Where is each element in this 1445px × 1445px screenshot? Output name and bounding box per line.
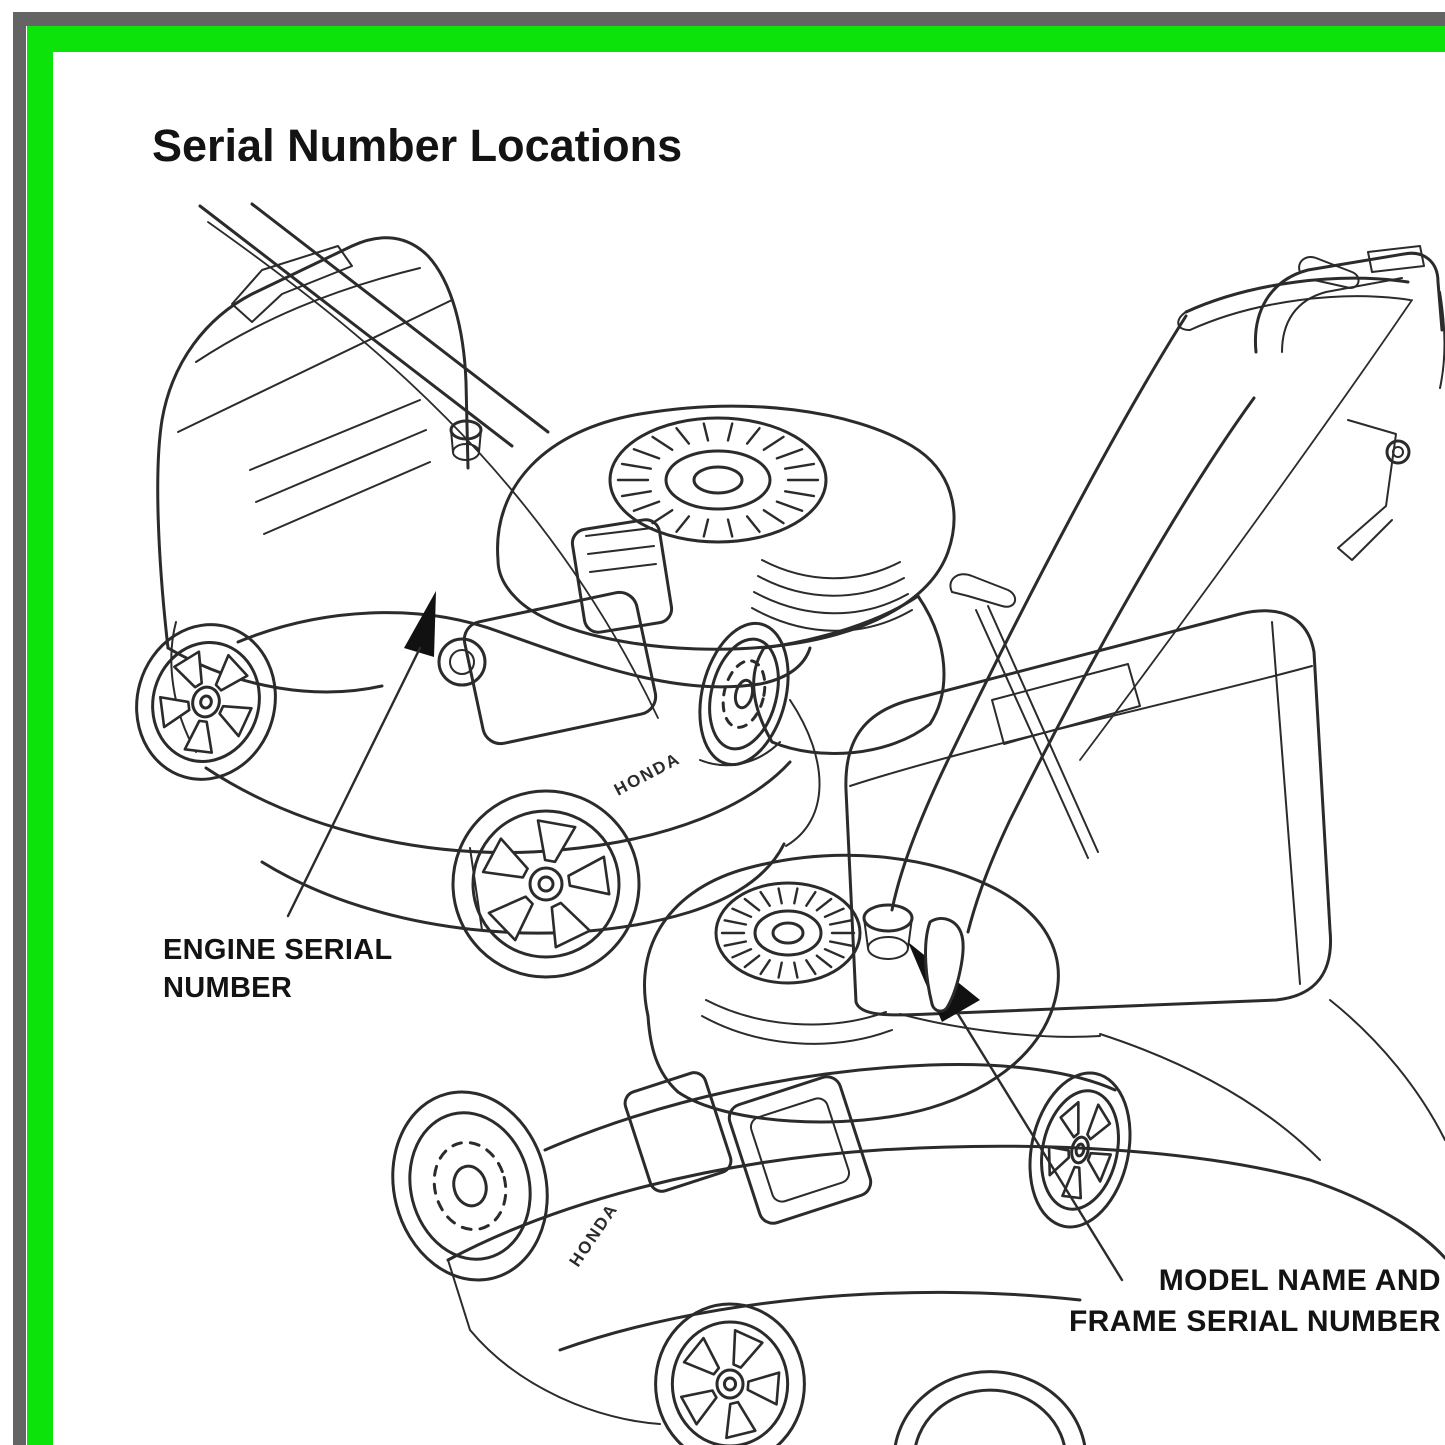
- right-mower-air-filter: [727, 1075, 873, 1225]
- right-mower-rear-left-wheel: [373, 1075, 566, 1296]
- right-mower-illustration: HONDA: [373, 245, 1445, 1445]
- left-mower-side-wheel: [686, 614, 802, 774]
- left-mower-choke-knob: [449, 419, 483, 461]
- left-mower-handlebar: [198, 202, 659, 719]
- model-frame-serial-label: MODEL NAME AND FRAME SERIAL NUMBER: [1069, 1260, 1441, 1342]
- right-mower-muffler-box: [623, 1071, 733, 1193]
- left-mower-crankcase-panel: [462, 590, 658, 746]
- right-mower-partial-wheel: [894, 1372, 1086, 1445]
- left-mower-air-filter: [570, 518, 674, 634]
- engine-serial-label-line1: ENGINE SERIAL: [163, 934, 393, 966]
- right-mower-front-wheel: [656, 1304, 805, 1445]
- highlight-border-top: [27, 26, 1445, 52]
- left-mower-recoil-starter: [608, 416, 828, 544]
- brand-mark-left: HONDA: [611, 749, 684, 800]
- left-mower-engine: [437, 404, 956, 755]
- left-mower-illustration: HONDA: [119, 202, 956, 979]
- right-mower-deck: [446, 999, 1445, 1425]
- page-title: Serial Number Locations: [152, 120, 683, 172]
- frame-serial-leader-line: [956, 1012, 1124, 1282]
- left-mower-deck: [170, 611, 821, 935]
- right-mower-dipstick-knob: [924, 917, 965, 1013]
- right-mower-engine: [623, 853, 1060, 1225]
- model-frame-serial-label-line1: MODEL NAME AND: [1158, 1264, 1441, 1297]
- outer-border-left: [13, 12, 26, 1445]
- right-mower-fuel-cap: [862, 903, 914, 960]
- right-mower-handlebar: [890, 245, 1445, 934]
- outer-border-top: [13, 12, 1445, 26]
- engine-serial-pointer-arrow: [404, 591, 436, 657]
- right-mower-recoil-starter: [714, 881, 862, 985]
- highlight-border-left: [27, 26, 53, 1445]
- right-mower-rear-right-wheel: [1016, 1064, 1143, 1237]
- engine-serial-leader-line: [286, 646, 422, 918]
- engine-serial-label: ENGINE SERIAL NUMBER: [163, 931, 393, 1007]
- model-frame-serial-label-line2: FRAME SERIAL NUMBER: [1068, 1305, 1441, 1338]
- engine-serial-label-line2: NUMBER: [163, 972, 293, 1004]
- left-mower-front-wheel: [451, 789, 641, 979]
- brand-mark-right: HONDA: [566, 1200, 622, 1271]
- left-mower-rear-wheel: [119, 608, 294, 796]
- right-mower-bail-grip: [949, 573, 1099, 859]
- right-mower-grass-bag: [844, 609, 1333, 1017]
